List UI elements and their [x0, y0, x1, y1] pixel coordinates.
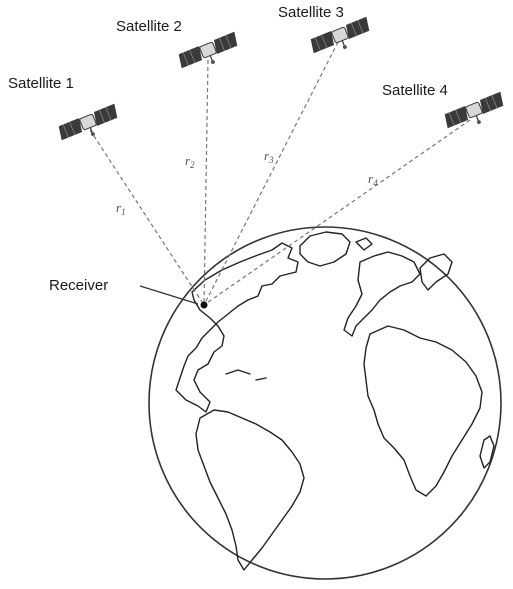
receiver: Receiver	[49, 277, 208, 309]
range-label-2: r2	[185, 153, 195, 170]
satellite-4-label: Satellite 4	[382, 82, 448, 99]
satellite-3: Satellite 3	[278, 4, 376, 62]
globe-outline	[148, 226, 502, 580]
receiver-dot	[200, 301, 208, 309]
north-america-outline	[175, 242, 299, 413]
satellite-2-label: Satellite 2	[116, 18, 182, 35]
earth-globe	[148, 226, 502, 580]
south-america-outline	[195, 409, 305, 571]
satellite-2-icon	[175, 31, 244, 77]
greenland-outline	[299, 231, 351, 267]
receiver-pointer	[139, 285, 199, 305]
satellite-4: Satellite 4	[382, 82, 510, 137]
satellite-4-icon	[441, 91, 510, 137]
satellite-3-label: Satellite 3	[278, 4, 344, 21]
receiver-label: Receiver	[49, 277, 108, 294]
caribbean-outline	[225, 369, 267, 381]
range-label-3: r3	[264, 148, 274, 165]
africa-outline	[363, 325, 483, 497]
satellite-1-icon	[55, 103, 124, 149]
satellite-2: Satellite 2	[116, 18, 244, 77]
satellite-1: Satellite 1	[8, 75, 124, 149]
scandinavia-outline	[419, 253, 453, 291]
satellite-3-icon	[307, 16, 376, 62]
iceland-outline	[355, 237, 373, 251]
range-lines	[89, 41, 471, 306]
madagascar-outline	[479, 435, 495, 469]
range-label-4: r4	[368, 171, 378, 188]
range-line-4	[203, 119, 471, 306]
range-line-2	[203, 59, 209, 306]
satellite-1-label: Satellite 1	[8, 75, 74, 92]
europe-outline	[343, 251, 421, 337]
range-label-1: r1	[116, 200, 126, 217]
range-labels: r1 r2 r3 r4	[116, 148, 378, 217]
range-line-3	[203, 41, 339, 306]
